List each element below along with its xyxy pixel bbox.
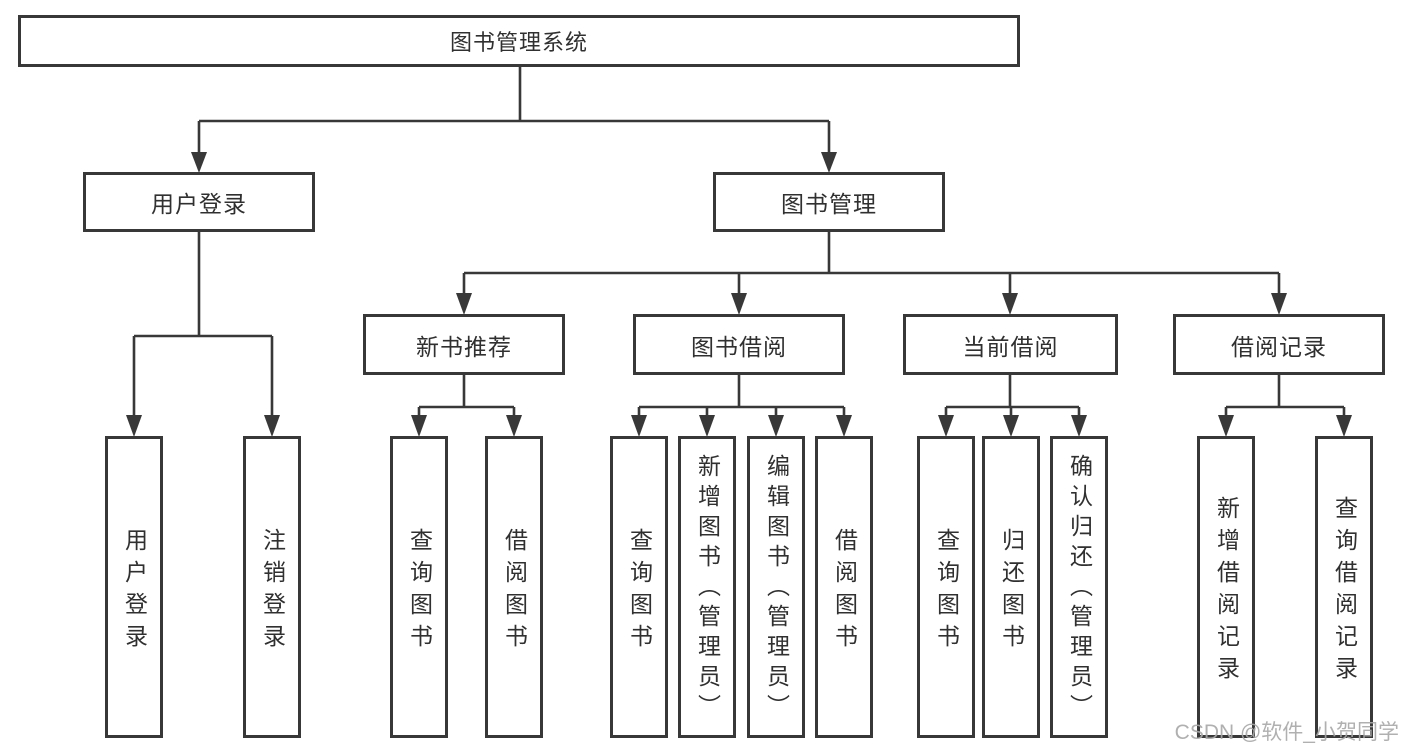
node-borrow-records: 借阅记录 xyxy=(1173,314,1385,375)
node-label: 查询图书 xyxy=(626,527,653,656)
arrow-down-icon xyxy=(821,152,837,173)
node-label: 查询图书 xyxy=(933,527,960,656)
node-label: 当前借阅 xyxy=(962,333,1059,360)
leaf-confirm-return-admin: 确认归还（管理员） xyxy=(1050,436,1108,738)
node-label: 用户登录 xyxy=(151,191,247,217)
node-label: 查询借阅记录 xyxy=(1331,495,1358,688)
arrow-down-icon xyxy=(126,415,142,437)
node-label: 新增图书（管理员） xyxy=(694,454,721,724)
node-label: 借阅记录 xyxy=(1231,333,1327,360)
arrow-down-icon xyxy=(411,415,427,437)
arrow-down-icon xyxy=(1002,293,1018,315)
leaf-edit-books-admin: 编辑图书（管理员） xyxy=(747,436,805,738)
arrow-down-icon xyxy=(938,415,954,437)
arrow-down-icon xyxy=(836,415,852,437)
arrow-down-icon xyxy=(731,293,747,315)
leaf-logout: 注销登录 xyxy=(243,436,301,738)
node-root-library-management-system: 图书管理系统 xyxy=(18,15,1020,67)
node-label: 借阅图书 xyxy=(831,527,858,656)
node-label: 借阅图书 xyxy=(501,527,528,656)
node-label: 查询图书 xyxy=(406,527,433,656)
node-label: 归还图书 xyxy=(998,527,1025,656)
node-label: 新书推荐 xyxy=(416,333,512,360)
arrow-down-icon xyxy=(768,415,784,437)
arrow-down-icon xyxy=(1071,415,1087,437)
leaf-query-books-recommend: 查询图书 xyxy=(390,436,448,738)
arrow-down-icon xyxy=(699,415,715,437)
connector-book-management xyxy=(462,232,1281,298)
node-label: 确认归还（管理员） xyxy=(1066,454,1093,724)
node-user-login: 用户登录 xyxy=(83,172,315,232)
connector-user-login xyxy=(132,232,274,420)
arrow-down-icon xyxy=(456,293,472,315)
node-new-book-recommend: 新书推荐 xyxy=(363,314,565,375)
arrow-down-icon xyxy=(1003,415,1019,437)
arrow-down-icon xyxy=(631,415,647,437)
connector-new-book-recommend xyxy=(417,375,516,420)
node-current-borrow: 当前借阅 xyxy=(903,314,1118,375)
arrow-down-icon xyxy=(1218,415,1234,437)
leaf-return-books: 归还图书 xyxy=(982,436,1040,738)
node-label: 图书管理 xyxy=(781,191,877,217)
arrow-down-icon xyxy=(506,415,522,437)
arrow-down-icon xyxy=(191,152,207,173)
leaf-add-borrow-record: 新增借阅记录 xyxy=(1197,436,1255,738)
node-label: 新增借阅记录 xyxy=(1213,495,1240,688)
node-label: 用户登录 xyxy=(121,527,148,656)
leaf-query-borrow-record: 查询借阅记录 xyxy=(1315,436,1373,738)
node-label: 图书借阅 xyxy=(691,333,787,360)
leaf-query-books-current: 查询图书 xyxy=(917,436,975,738)
leaf-borrow-books: 借阅图书 xyxy=(815,436,873,738)
leaf-borrow-books-recommend: 借阅图书 xyxy=(485,436,543,738)
leaf-add-books-admin: 新增图书（管理员） xyxy=(678,436,736,738)
arrow-down-icon xyxy=(1336,415,1352,437)
node-book-management: 图书管理 xyxy=(713,172,945,232)
leaf-query-books-borrow: 查询图书 xyxy=(610,436,668,738)
node-label: 编辑图书（管理员） xyxy=(763,454,790,724)
node-label: 注销登录 xyxy=(259,527,286,656)
connector-borrow-records xyxy=(1224,375,1346,420)
arrowheads xyxy=(126,152,1352,437)
connector-current-borrow xyxy=(944,375,1081,420)
node-label: 图书管理系统 xyxy=(449,30,588,55)
csdn-watermark: CSDN @软件_小贺同学 xyxy=(1174,721,1399,744)
connector-root xyxy=(197,66,831,156)
arrow-down-icon xyxy=(1271,293,1287,315)
arrow-down-icon xyxy=(264,415,280,437)
node-book-borrow: 图书借阅 xyxy=(633,314,845,375)
leaf-user-login: 用户登录 xyxy=(105,436,163,738)
connector-book-borrow xyxy=(637,375,846,420)
